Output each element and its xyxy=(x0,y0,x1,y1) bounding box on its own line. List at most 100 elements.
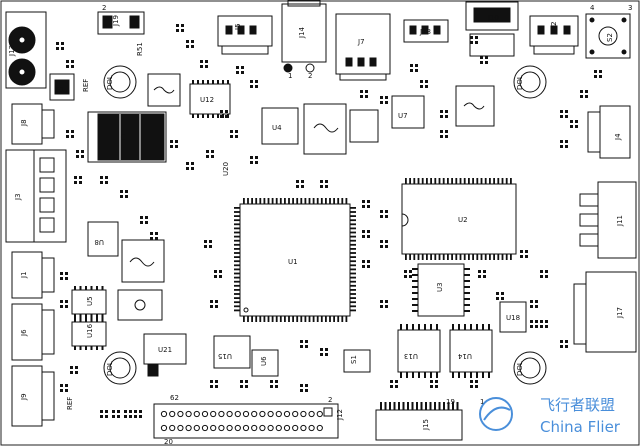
diode-bridge xyxy=(117,289,163,321)
label-j8: J8 xyxy=(20,119,28,127)
u20-ic xyxy=(349,109,379,143)
j18-connector xyxy=(403,19,449,43)
smd-pads xyxy=(56,24,602,432)
f1-fuse xyxy=(49,73,75,101)
label-u12: U12 xyxy=(200,96,214,104)
watermark: 飞行者联盟 China Flier xyxy=(479,396,621,436)
j19-connector xyxy=(97,11,145,35)
label-ref-top: REF xyxy=(82,79,90,92)
j9-connector xyxy=(11,365,55,427)
label-j12: J12 xyxy=(336,409,344,421)
j1-connector xyxy=(11,251,55,299)
s2-switch xyxy=(585,13,631,59)
pin-j12-62: 62 xyxy=(170,394,179,402)
j3-connector xyxy=(5,149,67,243)
j2-connector xyxy=(529,15,579,55)
mount-hole-bottom-right xyxy=(513,351,547,385)
j10-connector xyxy=(465,1,519,57)
label-j7: J7 xyxy=(357,38,365,46)
label-u16: U16 xyxy=(86,323,94,338)
label-j9: J9 xyxy=(20,393,28,401)
pin-j19-2: 2 xyxy=(102,4,106,12)
label-j11: J11 xyxy=(616,215,624,227)
pin-j12-20: 20 xyxy=(164,438,173,446)
u15-ic xyxy=(213,335,251,369)
watermark-cn-text: 飞行者联盟 xyxy=(540,396,615,414)
j11-connector xyxy=(579,181,637,259)
label-dol-bottom-right: DOL xyxy=(516,361,524,376)
watermark-logo-icon xyxy=(479,397,513,431)
mount-hole-bottom-left xyxy=(103,351,137,385)
label-j14: J14 xyxy=(298,26,306,39)
label-u18: U18 xyxy=(506,314,520,322)
label-j17: J17 xyxy=(616,307,624,319)
j13-connector xyxy=(5,11,47,89)
label-j4: J4 xyxy=(614,133,622,141)
label-j19: J19 xyxy=(112,15,120,27)
inductor-left xyxy=(147,73,181,107)
pin-j15-1: 1 xyxy=(480,398,484,406)
j8-connector xyxy=(11,103,55,145)
label-j1: J1 xyxy=(20,271,28,279)
label-u15: U15 xyxy=(218,352,232,360)
label-j13: J13 xyxy=(8,45,16,57)
capacitor-c-bulk xyxy=(87,111,167,163)
label-dol-bottom-left: DOL xyxy=(106,361,114,376)
u4-regulator xyxy=(261,107,299,145)
label-j3: J3 xyxy=(14,193,22,201)
label-u5: U5 xyxy=(86,296,94,306)
label-j2: J2 xyxy=(550,21,558,29)
j12-header xyxy=(153,403,339,439)
label-j6: J6 xyxy=(20,329,28,337)
label-ref-bottom: REF xyxy=(66,397,74,410)
inductor-mid-left xyxy=(121,239,165,283)
label-dol-top-right: DOL xyxy=(516,75,524,90)
label-j10: J10 xyxy=(487,14,499,22)
u18-ic xyxy=(499,301,527,333)
label-j15: J15 xyxy=(422,419,430,431)
pin-s2-4: 4 xyxy=(590,4,595,12)
silkscreen-labels: J13 F1 REF J8 J3 J1 J6 J9 REF J19 J5 J14… xyxy=(8,4,632,446)
label-r51: R51 xyxy=(136,42,144,56)
label-f1: F1 xyxy=(56,86,64,94)
u13-ic xyxy=(397,329,441,373)
label-dol-top-left: DOL xyxy=(106,75,114,90)
j17-connector xyxy=(573,271,637,353)
u3-ic xyxy=(417,263,465,317)
label-u14: U14 xyxy=(457,352,472,360)
inductor-center xyxy=(303,103,347,155)
pin-j14-2: 2 xyxy=(308,72,312,80)
label-u6: U6 xyxy=(260,356,268,366)
u21-regulator xyxy=(143,333,187,377)
j15-connector xyxy=(375,409,463,441)
j6-connector xyxy=(11,303,55,361)
u2-memory-tsop xyxy=(401,183,517,255)
j4-connector xyxy=(587,105,631,159)
label-j18: J18 xyxy=(419,28,431,36)
mount-hole-top-right xyxy=(513,65,547,99)
label-j5: J5 xyxy=(234,23,242,31)
pin-j15-19: 19 xyxy=(446,398,455,406)
label-u1: U1 xyxy=(288,258,298,266)
u12-ic xyxy=(189,83,231,115)
watermark-en-text: China Flier xyxy=(540,418,621,436)
label-s2: S2 xyxy=(606,33,614,42)
label-u8: U8 xyxy=(94,238,104,246)
pin-j12-2: 2 xyxy=(328,396,332,404)
s1-switch xyxy=(343,349,371,373)
pin-j14-1: 1 xyxy=(288,72,292,80)
u16-ic xyxy=(71,321,107,347)
u6-ic xyxy=(251,349,279,377)
label-u13: U13 xyxy=(404,352,418,360)
label-u21: U21 xyxy=(158,346,172,354)
j14-connector xyxy=(281,0,327,73)
u14-ic xyxy=(449,329,493,373)
u1-mcu-qfp xyxy=(239,203,351,317)
label-s1: S1 xyxy=(350,355,358,364)
pin-s2-3: 3 xyxy=(628,4,632,12)
u5-ic xyxy=(71,289,107,315)
u7-ic xyxy=(391,95,425,129)
label-u3: U3 xyxy=(436,282,444,292)
